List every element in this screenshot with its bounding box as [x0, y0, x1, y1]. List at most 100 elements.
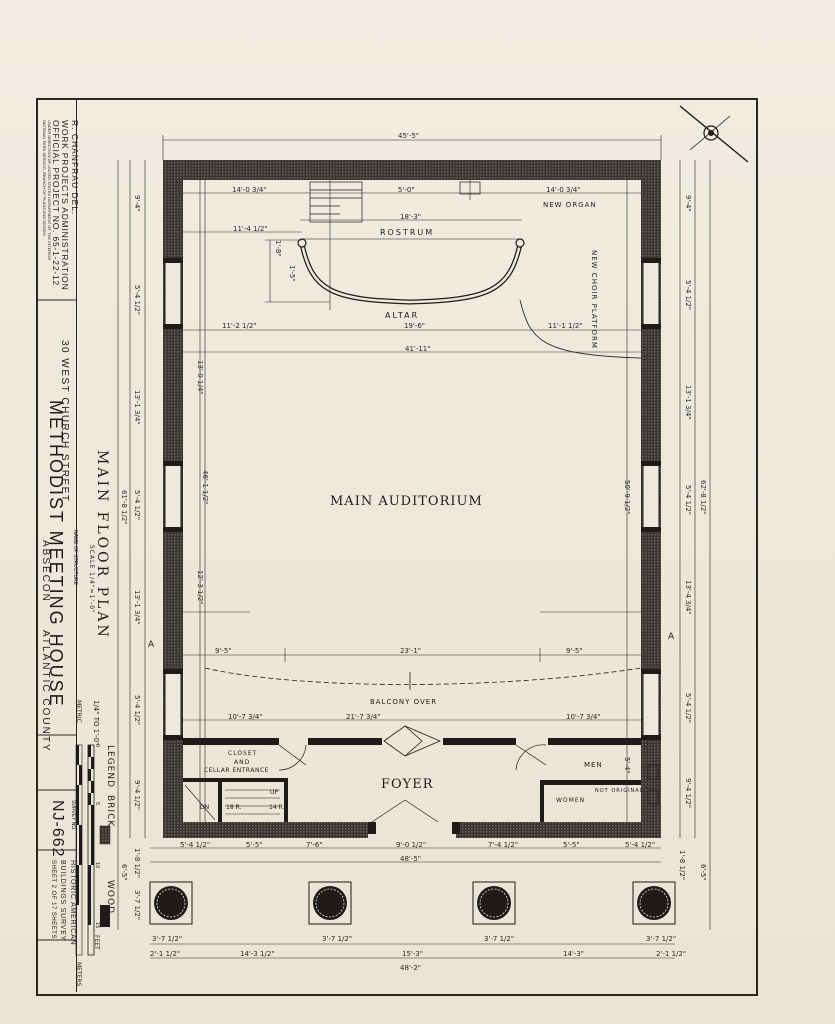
dim-right-7: 9'-4 1/2" — [684, 778, 692, 809]
section-marker-left: A — [148, 640, 155, 650]
dim-bottom-b: 5'-5" — [246, 841, 263, 849]
window-jambs — [163, 258, 661, 740]
dim-left-3: 13'-1 3/4" — [133, 390, 141, 425]
dim-left-5: 13'-1 3/4" — [133, 590, 141, 625]
dim-col-d: 3'-7 1/2" — [646, 935, 677, 943]
dim-right-overall: 62'-8 1/2" — [699, 480, 707, 515]
room-foyer: FOYER — [381, 777, 434, 792]
dim-altar-left: 11'-2 1/2" — [222, 322, 257, 330]
dim-left-overall: 61'-8 1/2" — [120, 490, 128, 525]
dim-portico-l2: 1'-8 1/2" — [133, 848, 141, 879]
toilet-fixtures — [647, 764, 659, 805]
dim-bottom-c: 7'-6" — [306, 841, 323, 849]
dim-altar-right: 11'-1 1/2" — [548, 322, 583, 330]
dim-bottom-e: 7'-4 1/2" — [488, 841, 519, 849]
section-marker-right: A — [668, 632, 675, 642]
stair-dn-label: DN — [200, 804, 210, 811]
portico-columns — [149, 881, 676, 925]
dim-left-6: 5'-4 1/2" — [133, 695, 141, 726]
dim-col-a: 3'-7 1/2" — [152, 935, 183, 943]
room-men: MEN — [584, 761, 603, 769]
dim-right-4: 5'-4 1/2" — [684, 485, 692, 516]
vestibule-partition — [183, 738, 641, 745]
dim-inner-left-3: 12'-3 1/2" — [196, 570, 204, 605]
dim-wall-thickness-2: 1'-5" — [288, 265, 296, 282]
dim-rostrum-width: 18'-3" — [400, 213, 422, 221]
balcony-edge-line — [204, 667, 642, 685]
dim-right-1: 9'-4" — [684, 195, 692, 212]
choir-platform-line — [519, 299, 642, 359]
dim-portico-r2: 1'-8 1/2" — [678, 850, 686, 881]
dim-col-b: 3'-7 1/2" — [322, 935, 353, 943]
dim-overall-41: 41'-11" — [405, 345, 431, 353]
stair-dn-risers: 18 R. — [226, 804, 242, 811]
dim-inner-left-2: 46'-1 1/2" — [201, 470, 209, 505]
dim-col-c: 3'-7 1/2" — [484, 935, 515, 943]
dim-bottom-g: 5'-4 1/2" — [625, 841, 656, 849]
dim-left-7: 9'-4 1/2" — [133, 780, 141, 811]
dim-right-6: 5'-4 1/2" — [684, 693, 692, 724]
dim-top-overall: 45'-5" — [398, 132, 420, 140]
room-women: WOMEN — [556, 797, 586, 804]
dim-vest-right: 10'-7 3/4" — [566, 713, 601, 721]
dim-portico-l3: 3'-7 1/2" — [133, 890, 141, 921]
title-block — [36, 98, 77, 992]
dim-stair: 5'-4" — [623, 757, 631, 774]
foyer-stairs — [184, 784, 280, 821]
dim-right-5: 13'-4 3/4" — [684, 580, 692, 615]
dim-organ-mid: 5'-0" — [398, 186, 415, 194]
label-new-choir-platform: NEW CHOIR PLATFORM — [590, 250, 598, 349]
dim-portico-r1: 6'-5" — [699, 864, 707, 881]
label-balcony-over: BALCONY OVER — [370, 698, 438, 706]
stair-up-risers: 14 R. — [269, 804, 285, 811]
dim-wall-thickness: 1'-8" — [274, 240, 282, 257]
dim-organ-left: 14'-0 3/4" — [232, 186, 267, 194]
legend-wood-swatch — [100, 905, 110, 927]
dim-span-2: 15'-3" — [402, 950, 424, 958]
vestibule-diamond — [383, 725, 442, 757]
altar-rail — [297, 238, 525, 305]
dim-edge-l: 2'-1 1/2" — [150, 950, 181, 958]
dim-edge-r: 2'-1 1/2" — [656, 950, 687, 958]
dim-bottom-f: 5'-5" — [563, 841, 580, 849]
dim-right-inner: 50'-9 1/2" — [623, 480, 631, 515]
dim-organ-right: 14'-0 3/4" — [546, 186, 581, 194]
label-not-original: NOT ORIGINAL — [595, 788, 644, 794]
room-rostrum: ROSTRUM — [380, 228, 435, 237]
dim-balcony-right: 9'-5" — [566, 647, 583, 655]
dim-span-3: 14'-3" — [563, 950, 585, 958]
dim-inner-left-1: 13'-0 1/4" — [196, 360, 204, 395]
dim-right-3: 13'-1 3/4" — [684, 385, 692, 420]
dim-vest-mid: 21'-7 3/4" — [346, 713, 381, 721]
stair-up-label: UP — [270, 789, 279, 796]
dim-right-2: 5'-4 1/2" — [684, 280, 692, 311]
label-new-organ: NEW ORGAN — [543, 201, 597, 209]
label-closet-and: AND — [234, 759, 251, 766]
graphic-scale-bar — [75, 744, 95, 956]
dimension-lines — [117, 135, 711, 959]
dim-balcony-left: 9'-5" — [215, 647, 232, 655]
label-closet: CLOSET — [228, 750, 258, 757]
dim-left-4: 5'-4 1/2" — [133, 490, 141, 521]
room-main-auditorium: MAIN AUDITORIUM — [330, 494, 483, 509]
title-block-dividers — [36, 299, 76, 941]
dim-rostrum-left: 11'-4 1/2" — [233, 225, 268, 233]
dim-span-1: 14'-3 1/2" — [240, 950, 275, 958]
dim-vest-left: 10'-7 3/4" — [228, 713, 263, 721]
dim-bottom-a: 5'-4 1/2" — [180, 841, 211, 849]
organ-stair — [309, 181, 481, 223]
dim-portico-overall: 48'-2" — [400, 964, 422, 972]
dim-bottom-d: 9'-0 1/2" — [396, 841, 427, 849]
door-swings — [278, 744, 547, 823]
label-cellar-entrance: CELLAR ENTRANCE — [204, 767, 269, 774]
dim-left-2: 5'-4 1/2" — [133, 285, 141, 316]
dim-bottom-overall: 48'-5" — [400, 855, 422, 863]
dim-portico-l1: 6'-5" — [120, 864, 128, 881]
dim-balcony-mid: 23'-1" — [400, 647, 422, 655]
north-arrow-icon — [679, 105, 749, 163]
dim-altar-span: 19'-6" — [404, 322, 426, 330]
legend-brick-swatch — [99, 825, 111, 845]
label-altar: ALTAR — [385, 311, 420, 320]
sheet-border — [36, 98, 758, 996]
